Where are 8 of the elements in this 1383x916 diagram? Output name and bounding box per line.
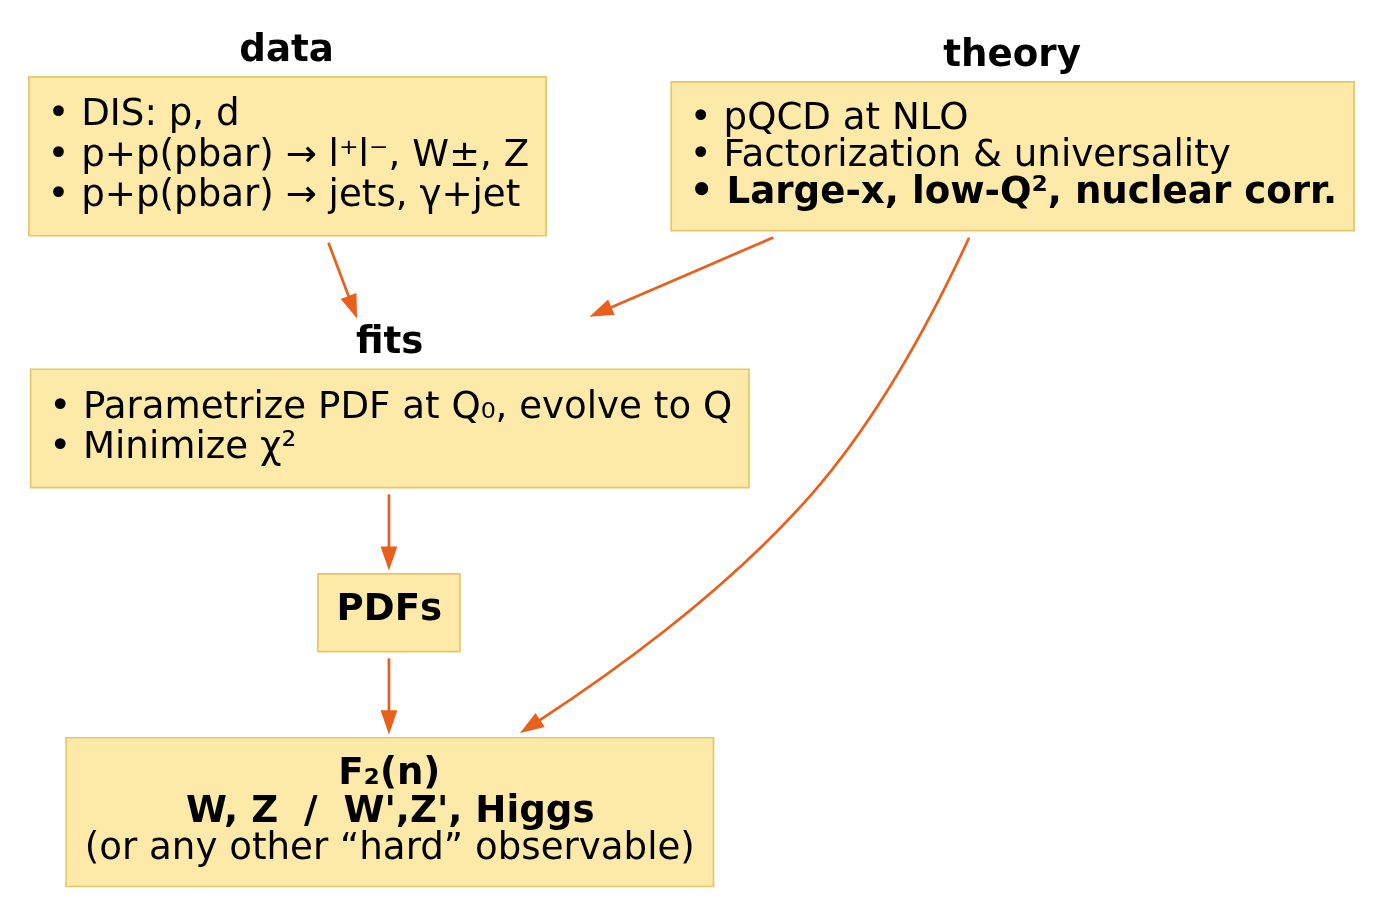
- node-label: fits: [355, 318, 424, 363]
- arrow: [589, 236, 774, 317]
- arrow: [380, 658, 398, 735]
- arrow: [380, 494, 398, 571]
- node-label: theory: [943, 31, 1081, 76]
- arrow: [327, 242, 358, 319]
- node-label: data: [239, 25, 334, 70]
- arrow: [520, 237, 971, 734]
